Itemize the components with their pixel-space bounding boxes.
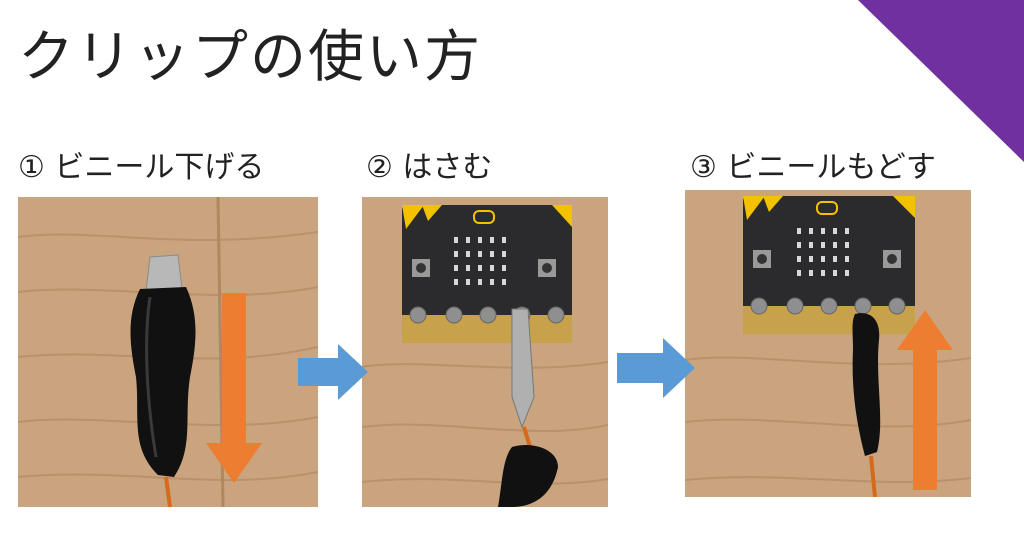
right-arrow-icon [617, 338, 695, 398]
clip-vinyl [498, 445, 558, 507]
step-3-photo [685, 190, 971, 497]
microbit-board [402, 205, 572, 343]
right-arrow-icon [298, 344, 368, 400]
step-2-label: ② はさむ [366, 150, 493, 185]
step-2-photo [362, 197, 608, 507]
slide-title: クリップの使い方 [18, 25, 482, 90]
clip-vinyl [852, 313, 881, 456]
microbit-board [743, 196, 915, 334]
step-3-label: ③ ビニールもどす [690, 150, 936, 185]
step-1-label: ① ビニール下げる [18, 150, 265, 185]
up-arrow-icon [897, 310, 953, 490]
down-arrow-icon [206, 293, 262, 483]
step-1-photo [18, 197, 318, 507]
